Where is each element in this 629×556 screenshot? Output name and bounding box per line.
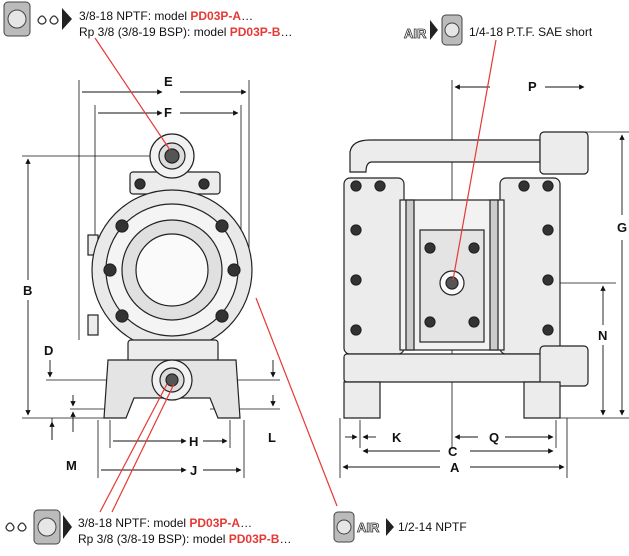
air-icon: AIR — [404, 14, 463, 46]
dim-label-j: J — [190, 463, 197, 478]
dim-label-m: M — [66, 458, 77, 473]
fluid-drops-icon — [5, 509, 72, 545]
dim-label-l: L — [268, 430, 276, 445]
svg-text:AIR: AIR — [404, 26, 427, 41]
dim-label-g: G — [617, 220, 627, 235]
dimension-labels: E F B D M L H J P G N K Q C A — [23, 74, 627, 478]
dim-label-d: D — [44, 343, 53, 358]
callout-leaders — [94, 37, 497, 513]
dim-label-e: E — [164, 74, 173, 89]
air-exhaust-callout: 1/2-14 NPTF — [398, 520, 467, 534]
dim-label-k: K — [392, 430, 402, 445]
dim-label-h: H — [189, 434, 198, 449]
front-view — [22, 80, 280, 478]
dim-label-f: F — [164, 105, 172, 120]
fluid-outlet-bottom-callout: 3/8-18 NPTF: model PD03P-A… Rp 3/8 (3/8-… — [78, 516, 292, 546]
side-view — [339, 80, 629, 478]
air-inlet-callout: 1/4-18 P.T.F. SAE short — [469, 25, 593, 39]
fluid-drops-icon — [3, 1, 72, 37]
dim-label-c: C — [448, 444, 458, 459]
air-icon: AIR — [333, 511, 394, 543]
dim-label-b: B — [23, 283, 32, 298]
side-dimension-lines — [342, 84, 625, 470]
dim-label-q: Q — [489, 430, 499, 445]
front-dimension-lines — [25, 89, 276, 473]
fluid-inlet-top-callout: 3/8-18 NPTF: model PD03P-A… Rp 3/8 (3/8-… — [79, 9, 293, 39]
dim-label-p: P — [528, 79, 537, 94]
svg-text:AIR: AIR — [357, 520, 380, 535]
dim-label-a: A — [450, 460, 460, 475]
dim-label-n: N — [598, 328, 607, 343]
